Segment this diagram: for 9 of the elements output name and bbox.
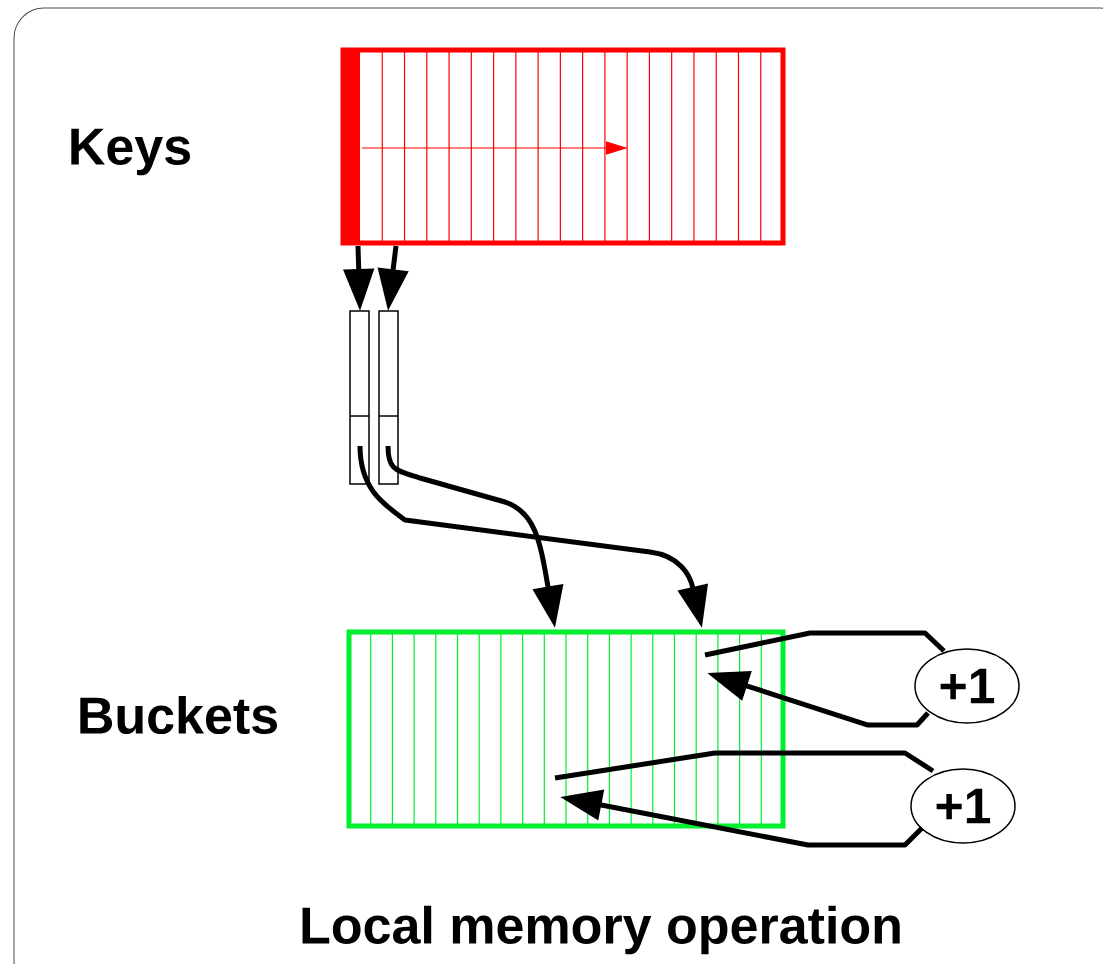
register-box — [378, 310, 399, 485]
array-label: Keys — [71, 128, 190, 176]
increment-oval: +1 — [914, 648, 1020, 724]
increment-oval: +1 — [910, 768, 1016, 844]
bucket-array — [346, 629, 786, 829]
key-array — [340, 47, 786, 246]
register-box — [349, 310, 370, 485]
caption: Local memory operation — [302, 905, 900, 955]
array-label: Buckets — [80, 695, 277, 735]
